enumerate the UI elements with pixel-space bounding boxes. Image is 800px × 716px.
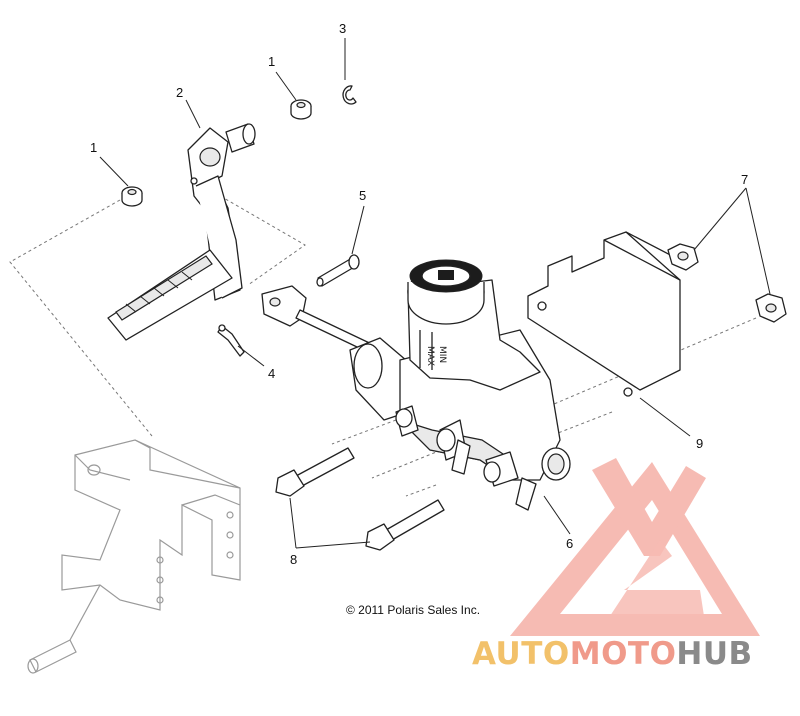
callout-8-bolts: 8 <box>290 552 297 567</box>
e-clip <box>342 85 357 105</box>
watermark-word-moto: MOTO <box>570 636 677 672</box>
callout-1-bushing-left: 1 <box>90 140 97 155</box>
flange-nut-upper <box>667 243 699 271</box>
bushing-left <box>121 186 143 207</box>
watermark-word-auto: AUTO <box>472 636 570 672</box>
bolt-upper <box>275 447 355 497</box>
callout-7-nuts: 7 <box>741 172 748 187</box>
callout-5-clevis-pin: 5 <box>359 188 366 203</box>
callout-2-pedal: 2 <box>176 85 183 100</box>
brake-pedal-arm <box>107 123 256 341</box>
callout-9-plate: 9 <box>696 436 703 451</box>
reservoir-max-label: MAX <box>425 346 435 366</box>
clevis-pin <box>316 254 360 287</box>
watermark-logo-mark <box>510 458 760 636</box>
watermark-word-hub: HUB <box>676 636 752 672</box>
bushing-top <box>290 99 312 120</box>
frame-mount-bracket <box>27 439 241 674</box>
cotter-pin <box>217 324 245 357</box>
flange-nut-lower <box>755 293 787 323</box>
callout-4-cotter-pin: 4 <box>268 366 275 381</box>
master-cylinder: MAX MIN <box>349 259 571 511</box>
mounting-bracket-plate <box>527 231 681 397</box>
callout-leaders <box>99 38 771 549</box>
callout-6-master-cylinder: 6 <box>566 536 573 551</box>
callout-1-bushing-top: 1 <box>268 54 275 69</box>
assembly-dashed-lines <box>9 189 757 497</box>
bolt-lower <box>365 499 445 551</box>
pushrod-clevis <box>261 285 381 357</box>
reservoir-min-label: MIN <box>437 346 447 363</box>
callout-3-clip: 3 <box>339 21 346 36</box>
copyright-notice: © 2011 Polaris Sales Inc. <box>346 603 480 617</box>
watermark-wordmark: AUTOMOTOHUB <box>472 636 753 672</box>
